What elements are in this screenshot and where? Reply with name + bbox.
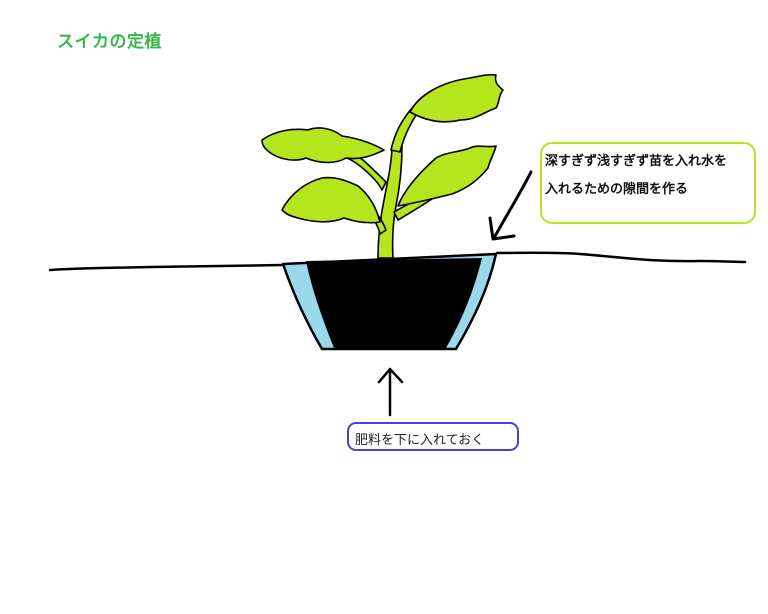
leaf-top-right — [409, 73, 504, 123]
gap-callout-line-1: 深すぎず浅すぎず苗を入れ水を — [545, 154, 728, 169]
plant-leaves — [261, 73, 504, 224]
ground-line-right — [495, 251, 747, 264]
leaf-middle-right — [397, 145, 497, 207]
arrow-to-fertilizer — [377, 367, 404, 417]
root-ball-soil — [306, 258, 482, 348]
gap-callout: 深すぎず浅すぎず苗を入れ水を 入れるための隙間を作る — [540, 142, 756, 224]
leaf-middle-left — [281, 176, 381, 224]
fertilizer-callout: 肥料を下に入れておく — [347, 422, 519, 451]
page-title: スイカの定植 — [57, 32, 162, 52]
leaf-top-left — [261, 127, 385, 164]
gap-callout-line-2: 入れるための隙間を作る — [545, 182, 689, 197]
fertilizer-label: 肥料を下に入れておく — [355, 433, 485, 448]
ground-line-left — [48, 263, 284, 272]
arrow-to-gap — [488, 170, 533, 241]
